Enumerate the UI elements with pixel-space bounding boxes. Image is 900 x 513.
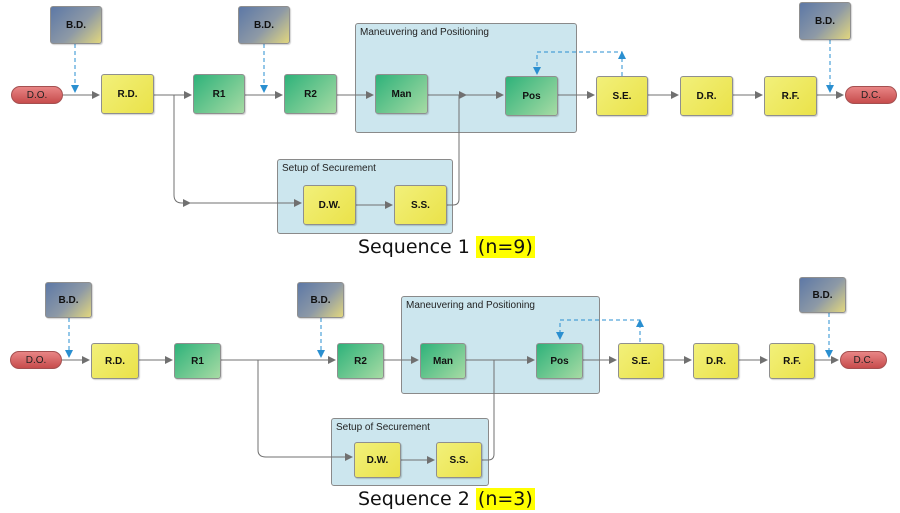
loop-arrow <box>556 319 641 342</box>
caption-title: Sequence 2 <box>358 488 470 510</box>
activity-node-r2: R2 <box>337 343 384 379</box>
group-label: Maneuvering and Positioning <box>406 300 535 311</box>
process-node-rd: R.D. <box>91 343 139 379</box>
activity-node-man: Man <box>420 343 466 379</box>
breakdown-node: B.D. <box>50 6 102 44</box>
group-label: Setup of Securement <box>336 422 430 433</box>
start-node-do: D.O. <box>10 351 62 369</box>
activity-node-pos: Pos <box>536 343 583 379</box>
flow-line <box>482 360 495 461</box>
group-label: Maneuvering and Positioning <box>360 27 489 38</box>
activity-node-r1: R1 <box>174 343 221 379</box>
activity-node-r2: R2 <box>284 74 337 114</box>
breakdown-node: B.D. <box>799 277 846 313</box>
process-node-rd: R.D. <box>101 74 154 114</box>
process-node-ss: S.S. <box>394 185 447 225</box>
start-node-do: D.O. <box>11 86 63 104</box>
breakdown-node: B.D. <box>238 6 290 44</box>
process-node-dw: D.W. <box>354 442 401 478</box>
sequence-1-caption: Sequence 1 (n=9) <box>358 236 535 258</box>
sample-size-badge: (n=9) <box>475 236 535 258</box>
end-node-dc: D.C. <box>845 86 897 104</box>
group-label: Setup of Securement <box>282 163 376 174</box>
process-node-se: S.E. <box>618 343 664 379</box>
process-node-dw: D.W. <box>303 185 356 225</box>
breakdown-node: B.D. <box>45 282 92 318</box>
sequence-2-caption: Sequence 2 (n=3) <box>358 488 535 510</box>
breakdown-node: B.D. <box>297 282 344 318</box>
sample-size-badge: (n=3) <box>475 488 535 510</box>
flow-line <box>447 95 460 206</box>
activity-node-man: Man <box>375 74 428 114</box>
process-node-ss: S.S. <box>436 442 482 478</box>
breakdown-node: B.D. <box>799 2 851 40</box>
activity-node-pos: Pos <box>505 76 558 116</box>
caption-title: Sequence 1 <box>358 236 470 258</box>
end-node-dc: D.C. <box>840 351 887 369</box>
activity-node-r1: R1 <box>193 74 245 114</box>
flow-arrow <box>257 360 353 461</box>
loop-arrow <box>533 51 623 76</box>
process-node-dr: D.R. <box>680 76 733 116</box>
process-node-dr: D.R. <box>693 343 739 379</box>
flow-arrow <box>173 95 191 207</box>
process-node-rf: R.F. <box>764 76 817 116</box>
process-node-rf: R.F. <box>769 343 815 379</box>
process-node-se: S.E. <box>596 76 648 116</box>
